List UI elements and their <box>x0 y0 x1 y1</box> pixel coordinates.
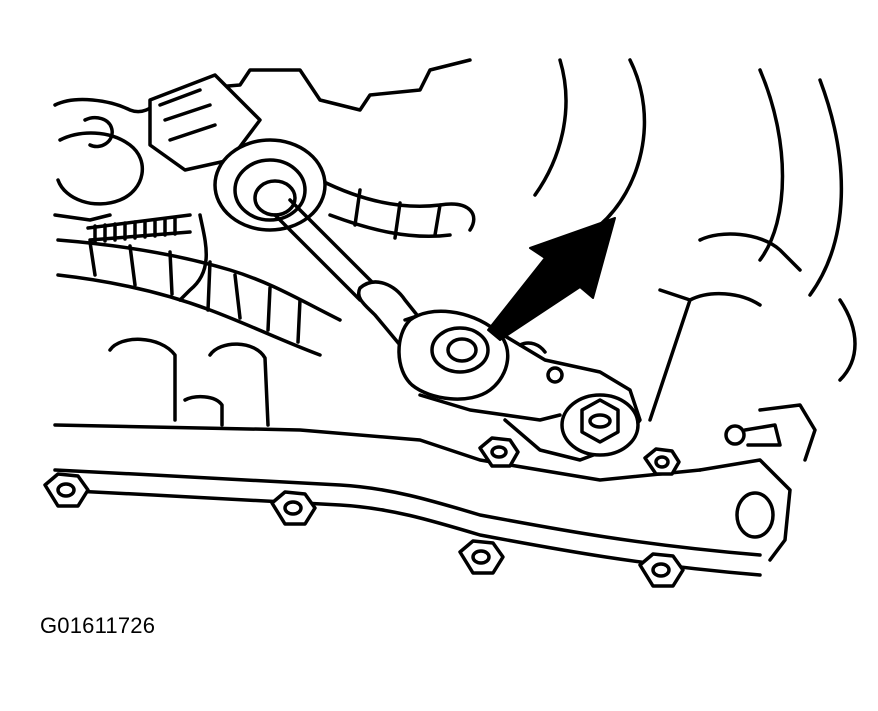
bolt-1 <box>43 472 90 508</box>
shift-cable <box>86 73 427 347</box>
bolt-6 <box>643 447 681 476</box>
bolt-5 <box>478 436 520 468</box>
shift-lever <box>397 288 692 462</box>
indicator-arrow <box>487 217 616 341</box>
case-bolts <box>43 436 685 588</box>
bolt-4 <box>638 552 685 588</box>
bolt-2 <box>270 490 317 526</box>
wiring-harness <box>56 178 476 357</box>
transmission-case <box>53 337 817 577</box>
figure-id-label: G01611726 <box>40 613 156 638</box>
bolt-3 <box>458 539 505 575</box>
